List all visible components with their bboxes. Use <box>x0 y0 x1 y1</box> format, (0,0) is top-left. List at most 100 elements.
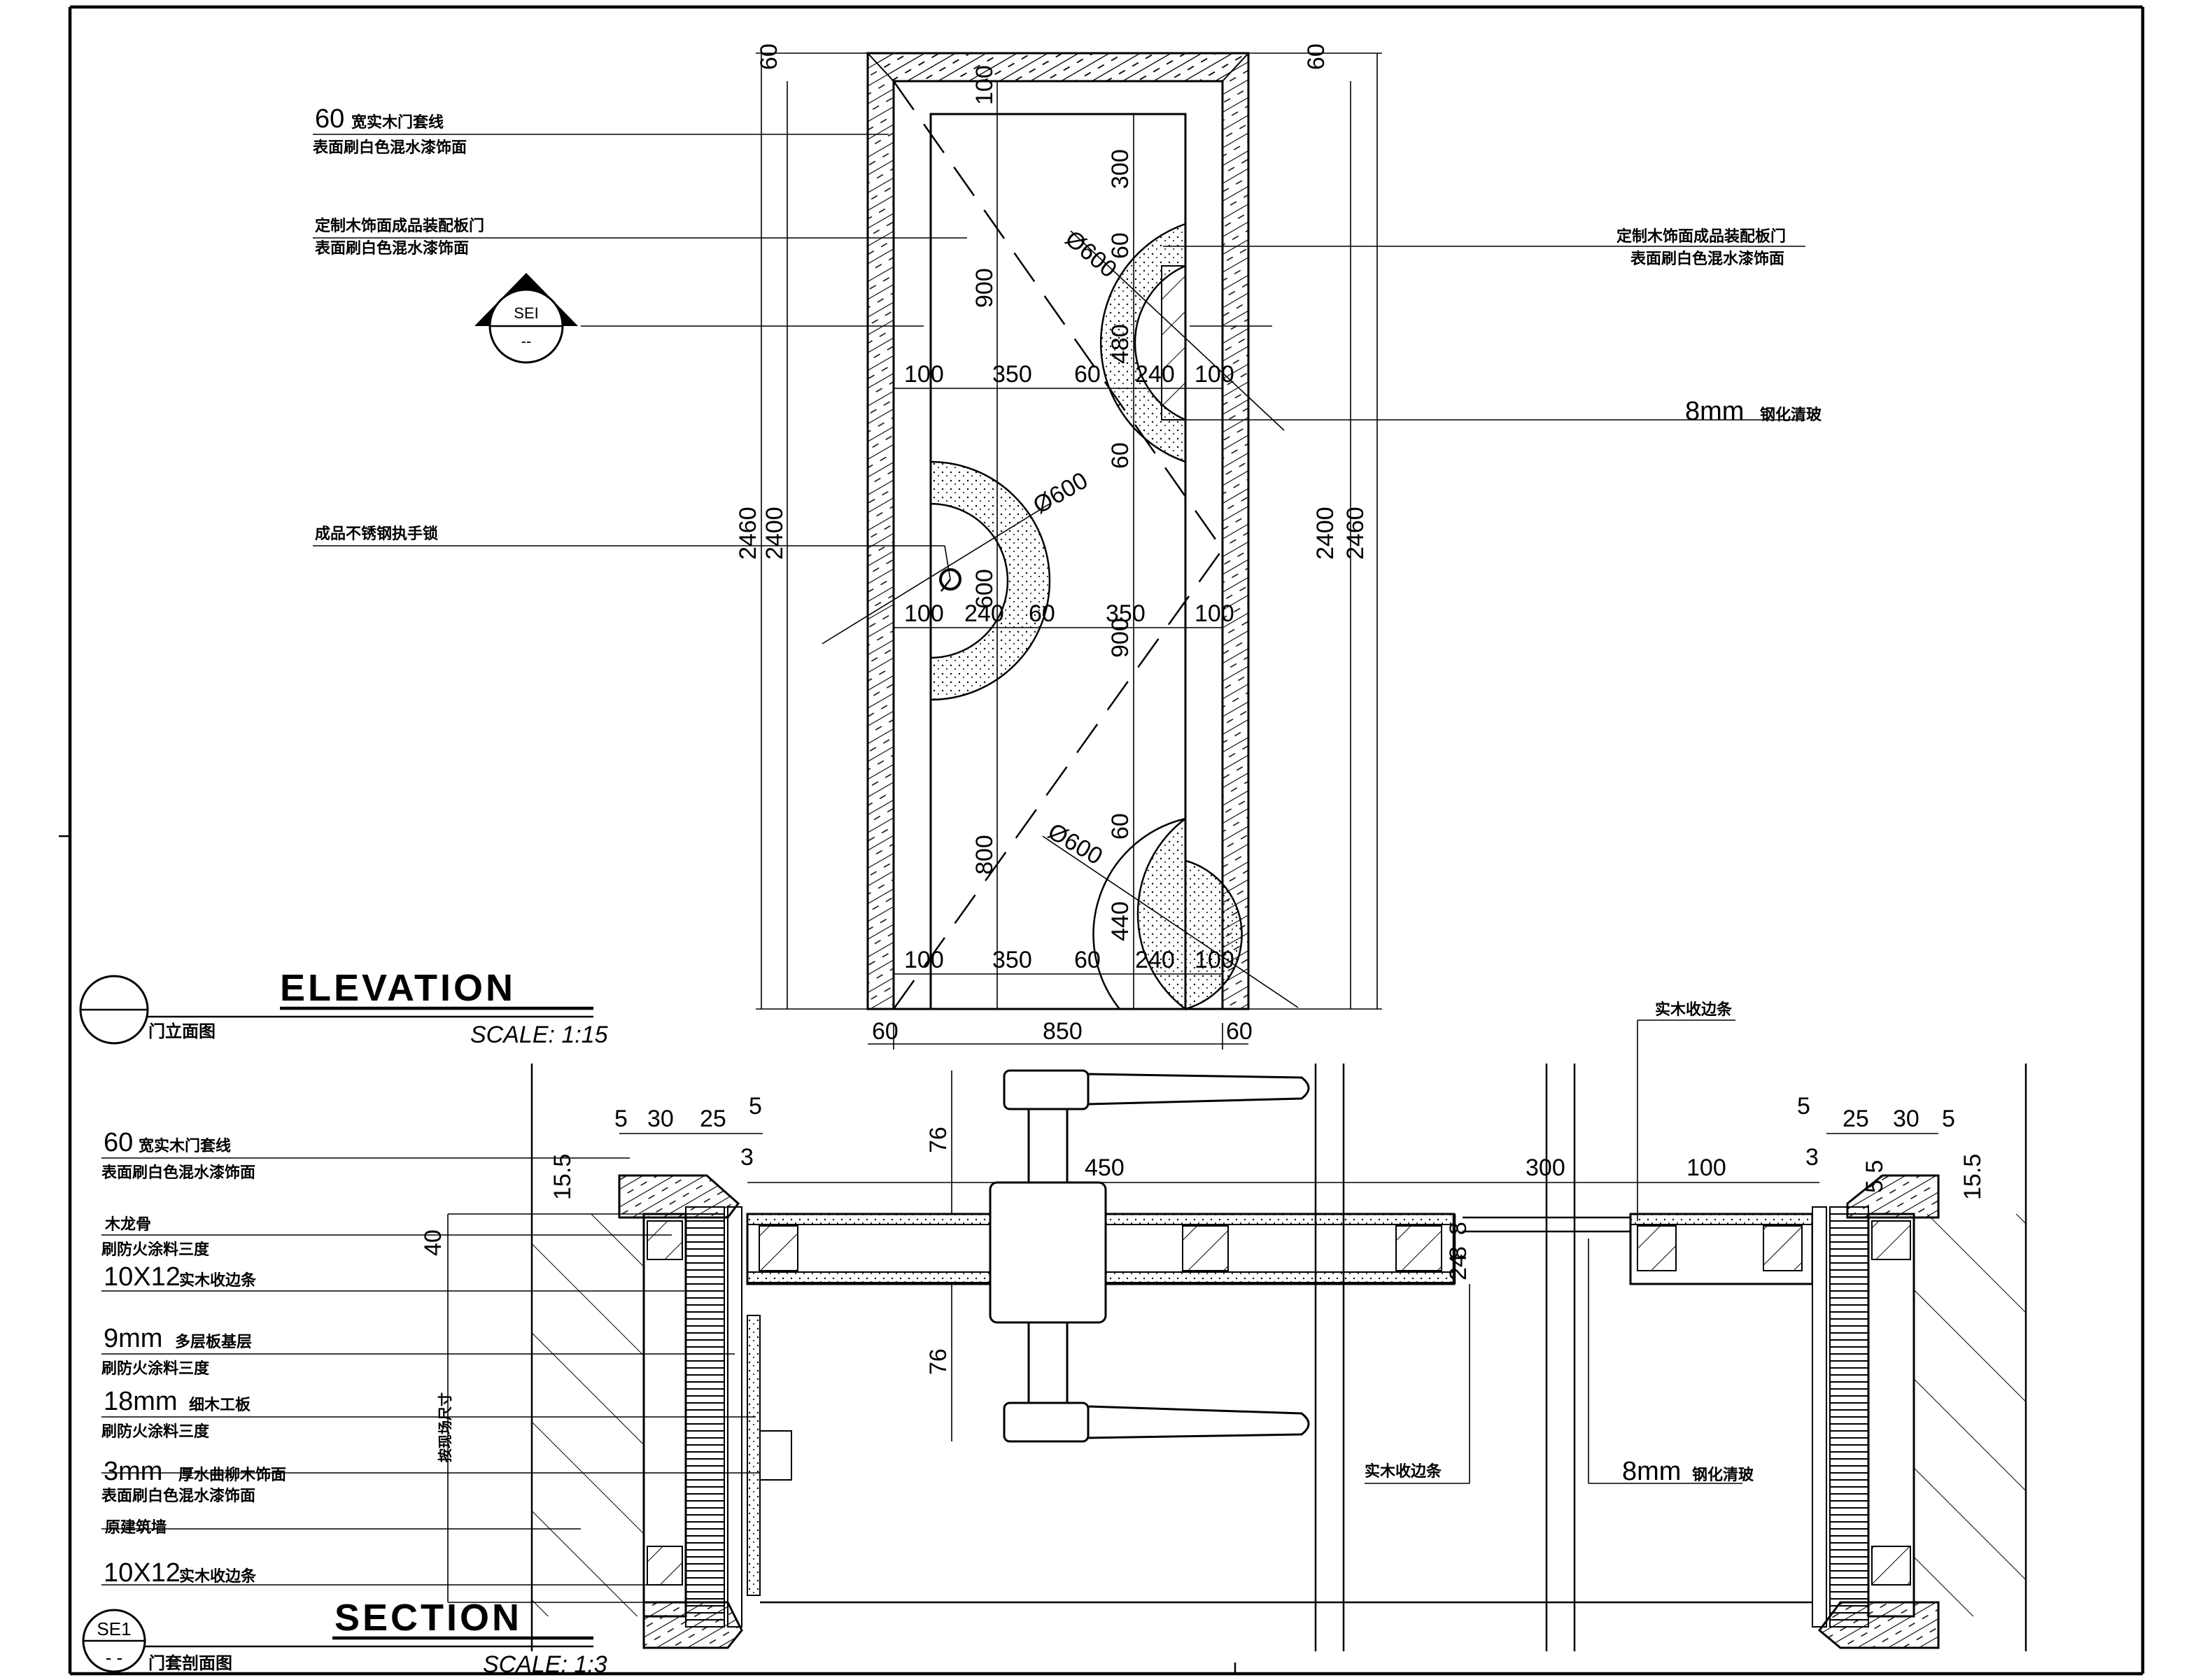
sec-dim-76a: 76 <box>925 1127 952 1153</box>
sec-l1-finish: 表面刷白色混水漆饰面 <box>101 1164 255 1181</box>
sec-l8-size: 10X12 <box>104 1558 181 1588</box>
sec-dim-450: 450 <box>1085 1155 1125 1181</box>
dim-2400-right: 2400 <box>1312 507 1339 560</box>
sec-dim-5-5: 5.5 <box>1861 1160 1888 1193</box>
lock-icon <box>939 568 961 592</box>
label-lock: 成品不锈钢执手锁 <box>315 525 438 542</box>
label-frame-size: 60 <box>315 104 344 134</box>
row1-d1: 100 <box>904 361 944 388</box>
sec-dim-25a: 25 <box>700 1106 726 1132</box>
label-glass-size: 8mm <box>1685 397 1744 426</box>
sec-dim-3a: 3 <box>740 1144 754 1171</box>
sec-glass-text: 钢化清玻 <box>1692 1466 1754 1483</box>
dim-2460-right: 2460 <box>1342 507 1369 560</box>
sec-l4-finish: 刷防火涂料三度 <box>101 1360 210 1377</box>
dim-60c: 60 <box>1107 813 1134 840</box>
sec-dim-300: 300 <box>1526 1155 1565 1181</box>
dim-440: 440 <box>1107 901 1134 941</box>
section-scale: SCALE: 1:3 <box>483 1651 607 1678</box>
section-marker-sub: -- <box>521 332 532 350</box>
section-subtitle: 门套剖面图 <box>148 1653 232 1673</box>
row2-d4: 350 <box>1106 600 1146 627</box>
door-handle-icon <box>989 1069 1310 1443</box>
sec-l1-size: 60 <box>104 1128 133 1157</box>
section-mark-sub: - - <box>106 1647 123 1668</box>
sec-l6-finish: 表面刷白色混水漆饰面 <box>101 1487 255 1504</box>
dim-900a: 900 <box>971 268 998 308</box>
sec-dim-30b: 30 <box>1893 1106 1919 1132</box>
sec-l4-text: 多层板基层 <box>175 1333 252 1350</box>
dim-300: 300 <box>1107 149 1134 189</box>
dim-2460-left: 2460 <box>735 507 761 560</box>
dim-top-right: 60 <box>1303 43 1330 70</box>
bottom-d1: 60 <box>872 1018 899 1045</box>
sec-dim-100: 100 <box>1686 1155 1726 1181</box>
row1-d5: 100 <box>1195 361 1234 388</box>
sec-l1-text: 宽实木门套线 <box>139 1137 231 1155</box>
sec-dim-3b: 3 <box>1805 1144 1819 1171</box>
sec-l2-finish: 刷防火涂料三度 <box>101 1241 210 1258</box>
section-title: SECTION <box>334 1597 522 1639</box>
section-marker-symbol: SEI -- <box>474 273 578 364</box>
section-marker-label: SEI <box>514 304 538 322</box>
row3-d1: 100 <box>904 947 944 973</box>
label-door-right-1: 定制木饰面成品装配板门 <box>1616 227 1786 245</box>
row3-d2: 350 <box>992 947 1032 973</box>
sec-strip-bottom: 实木收边条 <box>1365 1462 1442 1480</box>
sec-l6-text: 厚水曲柳木饰面 <box>178 1466 286 1483</box>
sec-dim-30a: 30 <box>647 1106 674 1132</box>
label-glass-text: 钢化清玻 <box>1760 406 1822 423</box>
row2-d5: 100 <box>1195 600 1234 627</box>
dim-800: 800 <box>971 835 998 875</box>
glass-ring-bottom <box>1136 818 1243 1011</box>
sec-dim-15-5b: 15.5 <box>1959 1154 1986 1200</box>
elevation-title: ELEVATION <box>280 967 516 1009</box>
elevation-subtitle: 门立面图 <box>148 1022 216 1041</box>
label-door-right-2: 表面刷白色混水漆饰面 <box>1630 250 1784 267</box>
sec-wall-dim: 按现场尺寸 <box>437 1392 453 1462</box>
label-door-left-1: 定制木饰面成品装配板门 <box>315 217 484 234</box>
sec-l8-text: 实木收边条 <box>179 1567 257 1585</box>
sec-l2-text: 木龙骨 <box>104 1215 151 1233</box>
sec-l3-text: 实木收边条 <box>179 1271 257 1289</box>
dim-2400-left: 2400 <box>761 507 788 560</box>
row1-d2: 350 <box>992 361 1032 388</box>
sec-l4-size: 9mm <box>104 1324 162 1353</box>
dim-900b: 900 <box>1107 618 1134 658</box>
sec-dim-25b: 25 <box>1843 1106 1869 1132</box>
dim-top-left: 60 <box>756 43 782 70</box>
label-door-left-2: 表面刷白色混水漆饰面 <box>315 239 469 257</box>
row2-d1: 100 <box>904 600 944 627</box>
sec-dim-8b: 8 <box>1445 1246 1472 1259</box>
label-frame-finish: 表面刷白色混水漆饰面 <box>313 139 467 156</box>
sec-l5-text: 细木工板 <box>189 1396 251 1413</box>
sec-dim-15-5a: 15.5 <box>549 1154 576 1200</box>
section-title-block: SE1 - - SECTION SCALE: 1:3 门套剖面图 <box>82 1597 607 1678</box>
bottom-d3: 60 <box>1226 1018 1253 1045</box>
section-mark-label: SE1 <box>97 1618 131 1639</box>
bottom-d2: 850 <box>1043 1018 1083 1045</box>
sec-dim-5c: 5 <box>1797 1093 1810 1120</box>
section-view <box>101 1019 2027 1651</box>
row3-d3: 60 <box>1074 947 1101 973</box>
glass-ring-middle <box>929 460 1051 701</box>
glass-ring-top <box>1099 223 1187 463</box>
row2-d2: 240 <box>964 600 1004 627</box>
elevation-title-block: ELEVATION SCALE: 1:15 门立面图 <box>79 967 608 1048</box>
sec-dim-5a: 5 <box>614 1106 628 1132</box>
sec-dim-5d: 5 <box>1942 1106 1955 1132</box>
row3-d5: 100 <box>1195 947 1234 973</box>
sec-l7-text: 原建筑墙 <box>105 1518 167 1536</box>
sec-dim-5b: 5 <box>749 1093 762 1120</box>
label-frame-text: 宽实木门套线 <box>351 113 444 131</box>
elevation-annotations: 60 60 100 300 900 900 800 60 480 60 600 … <box>79 43 1822 1048</box>
row2-d3: 60 <box>1029 600 1055 627</box>
sheet-border <box>59 5 2145 1676</box>
dim-60b: 60 <box>1107 442 1134 469</box>
sec-l3-size: 10X12 <box>104 1262 181 1292</box>
dim-480: 480 <box>1107 324 1134 364</box>
sec-dim-24: 24 <box>1445 1254 1472 1280</box>
sec-dim-40: 40 <box>420 1229 446 1256</box>
sec-dim-8a: 8 <box>1445 1222 1472 1235</box>
